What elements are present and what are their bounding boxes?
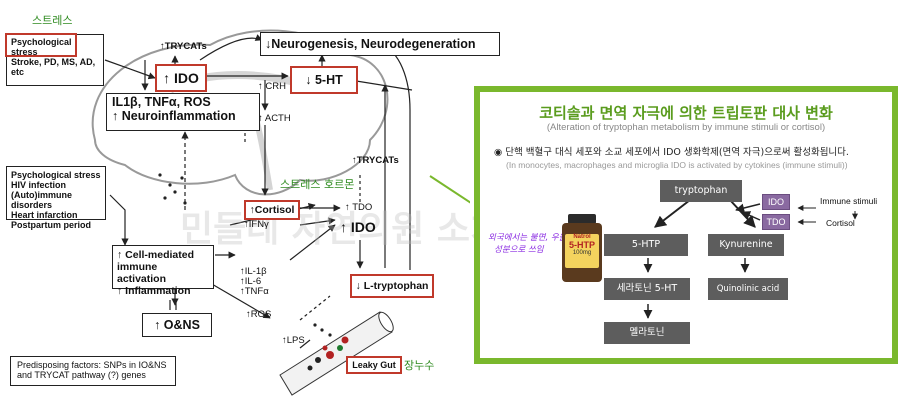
lps-label: ↑LPS [282,335,305,346]
neurogenesis-box: ↓Neurogenesis, Neurodegeneration [260,32,500,56]
note-english: (In monocytes, macrophages and microglia… [506,160,848,170]
stressor-line: etc [11,67,25,77]
node-tryptophan: tryptophan [660,180,742,202]
node-tdo: TDO [762,214,790,230]
immune-stimuli-label: Immune stimuli [820,196,878,206]
immune-activation-box: ↑ Cell-mediated immune activation ↑ Infl… [112,245,214,297]
ifn-label: ↑IFNγ [244,219,269,230]
stressor-line: Psychological [11,37,72,47]
node-serotonin: 세라토닌 5-HT [604,278,690,300]
ido-top: ↑ IDO [155,64,207,92]
bottle-dose: 100mg [572,250,592,256]
condition-line: HIV infection [11,180,67,190]
note-korean: ◉ 단핵 백혈구 대식 세포와 소교 세포에서 IDO 생화학제(면역 자극)으… [494,147,849,158]
label-leaky-gut: 장누수 [404,359,435,372]
trycats-top: ↑TRYCATs [160,41,207,52]
ltryptophan-box: ↓ L-tryptophan [350,274,434,298]
supplement-note-line: 외국에서는 불면, 우울 [488,233,567,243]
predisposing-line: and TRYCAT pathway (?) genes [17,370,146,380]
supplement-note-line: 성분으로 쓰임 [494,245,544,255]
stressor-line: stress [11,47,38,57]
immune-line: ↑ Inflammation [117,285,191,297]
flow-arrows [643,199,858,319]
supplement-bottle: Natrol 5-HTP 100mg [562,214,602,282]
info-panel: 코티솔과 면역 자극에 의한 트립토판 대사 변화 (Alteration of… [474,86,898,364]
cytokine-item: ↑IL-6 [240,276,262,287]
condition-line: Heart infarction [11,210,78,220]
ros-label: ↑ROS [246,309,272,320]
condition-line: (Auto)immune disorders [11,190,72,210]
leaky-gut-graphic [279,311,394,396]
cytokine-list: ↑IL-1β ↑IL-6 ↑TNFα [240,267,269,297]
condition-line: Psychological stress [11,170,101,180]
stressor-line: Stroke, PD, MS, AD, [11,57,96,67]
node-kynurenine: Kynurenine [708,234,784,256]
label-stress-hormone: 스트레스 호르몬 [280,178,355,191]
conditions-box: Psychological stress HIV infection (Auto… [6,166,106,230]
inflammation-line1: IL1β, TNFα, ROS [112,95,211,109]
node-melatonin: 멜라토닌 [604,322,690,344]
inflammation-line2: ↑ Neuroinflammation [112,109,236,123]
cortisol-box: ↑Cortisol [244,200,300,220]
node-5htp: 5-HTP [604,234,688,256]
immune-line: ↑ Cell-mediated [117,249,195,261]
bottle-label: 5-HTP [568,240,595,250]
immune-line: immune activation [117,261,167,285]
cytokine-item: ↑IL-1β [240,266,267,277]
cytokine-item: ↑TNFα [240,286,269,297]
label-stress: 스트레스 [32,14,73,27]
predisposing-box: Predisposing factors: SNPs in IO&NS and … [10,356,176,386]
brain-outline [91,29,389,196]
bottle-brand: Natrol [573,234,591,240]
ido-mid-label: ↑ IDO [340,219,376,235]
acth-label: ↑ ACTH [258,113,291,124]
tdo-label: ↑ TDO [345,202,373,213]
cortisol-label: Cortisol [826,218,855,228]
leaky-gut-box: Leaky Gut [346,356,402,374]
condition-line: Postpartum period [11,220,92,230]
panel-subtitle: (Alteration of tryptophan metabolism by … [546,122,826,133]
node-ido: IDO [762,194,790,210]
node-quinolinic: Quinolinic acid [708,278,788,300]
predisposing-line: Predisposing factors: SNPs in IO&NS [17,360,167,370]
ons-box: ↑ O&NS [142,313,212,337]
neuroinflammation-box: IL1β, TNFα, ROS ↑ Neuroinflammation [106,93,260,131]
panel-title: 코티솔과 면역 자극에 의한 트립토판 대사 변화 [539,104,833,122]
serotonin-box: ↓ 5-HT [290,66,358,94]
trycats-right: ↑TRYCATs [352,155,399,166]
crh-label: ↑ CRH [258,81,286,92]
stressors-box: Psychological stress Stroke, PD, MS, AD,… [5,33,104,86]
supplement-note: 외국에서는 불면, 우울 성분으로 쓰임 [488,232,567,256]
